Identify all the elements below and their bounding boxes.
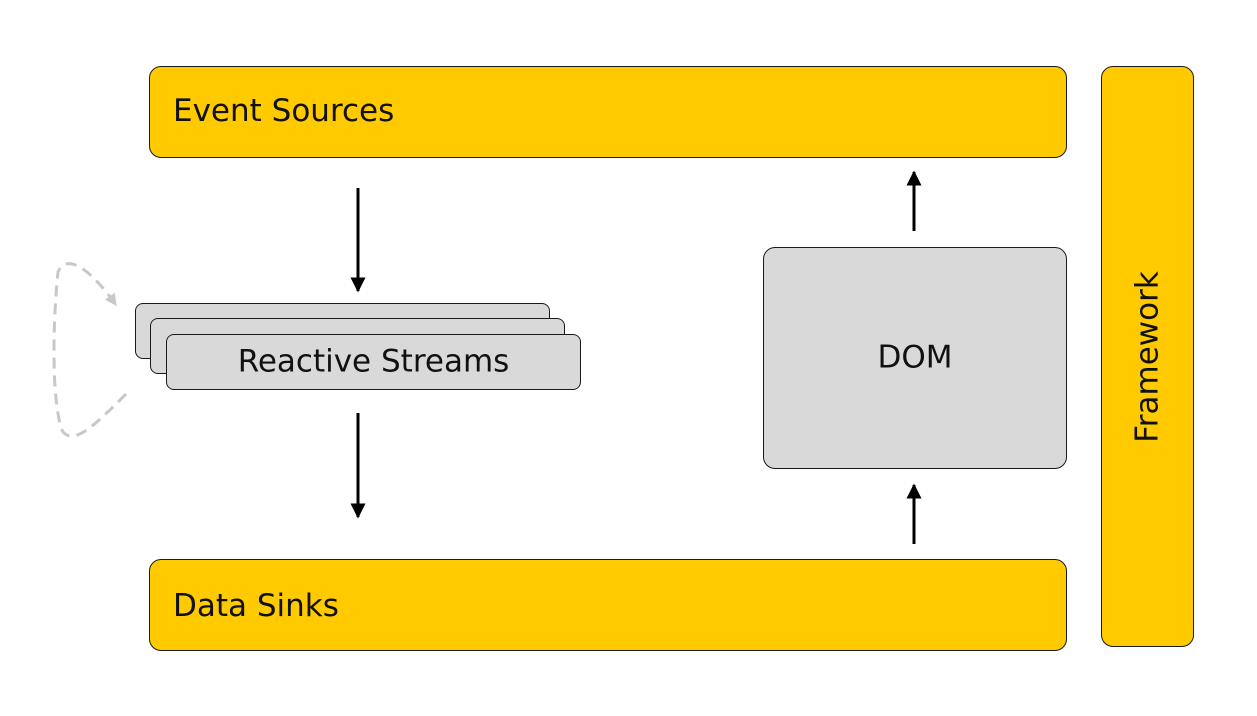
- reactive-streams-label: Reactive Streams: [237, 343, 510, 380]
- feedback-loop-arrow: [52, 262, 128, 438]
- reactive-streams-box: Reactive Streams: [166, 334, 581, 390]
- framework-box: Framework: [1101, 66, 1194, 647]
- event-sources-label: Event Sources: [173, 93, 395, 129]
- data-sinks-box: Data Sinks: [149, 559, 1067, 651]
- dom-box: DOM: [763, 247, 1067, 469]
- event-sources-box: Event Sources: [149, 66, 1067, 158]
- dom-label: DOM: [877, 339, 953, 376]
- data-sinks-label: Data Sinks: [173, 588, 339, 624]
